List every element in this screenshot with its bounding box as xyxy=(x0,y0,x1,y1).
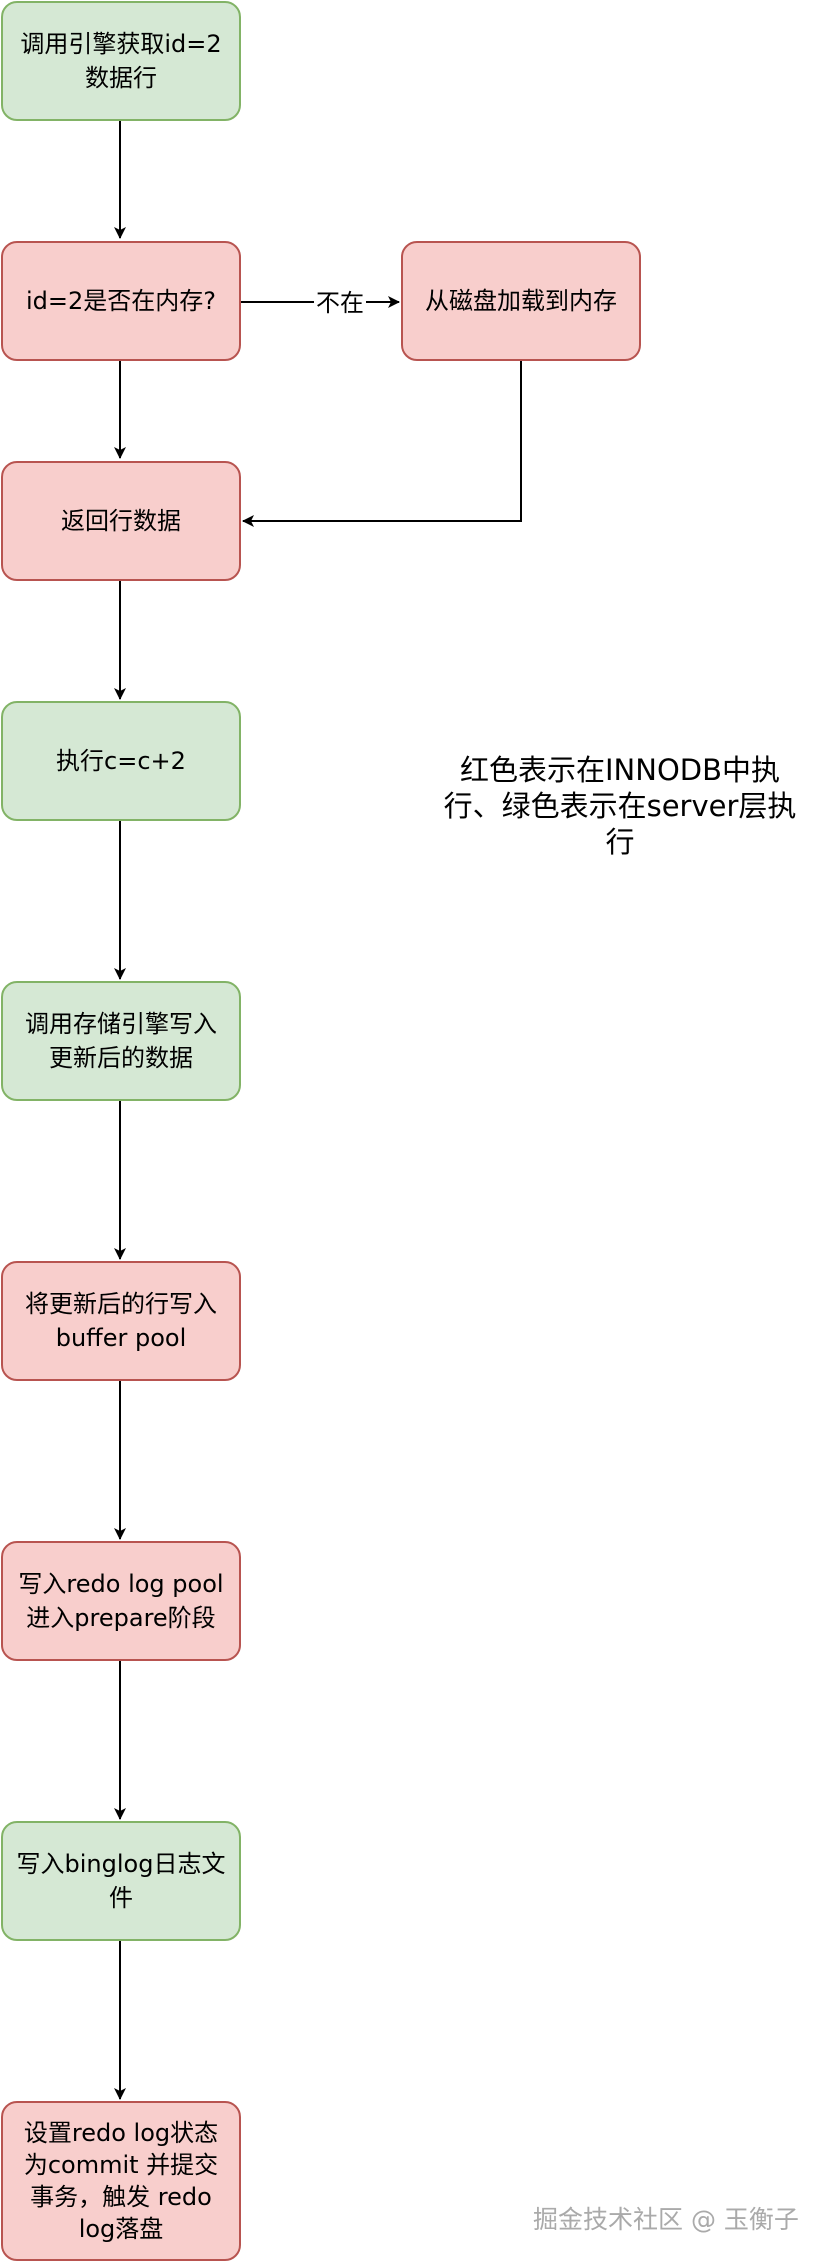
edge-label-not-in-memory: 不在 xyxy=(314,288,366,318)
step-write-redo-log-prepare: 写入redo log pool 进入prepare阶段 xyxy=(1,1541,241,1661)
step-check-in-memory: id=2是否在内存? xyxy=(1,241,241,361)
step-commit-redo-log: 设置redo log状态 为commit 并提交 事务，触发 redo log落… xyxy=(1,2101,241,2261)
step-execute-update: 执行c=c+2 xyxy=(1,701,241,821)
arrow-n3-n4 xyxy=(242,360,522,527)
color-legend: 红色表示在INNODB中执 行、绿色表示在server层执 行 xyxy=(443,753,797,859)
step-load-from-disk: 从磁盘加载到内存 xyxy=(401,241,641,361)
watermark: 掘金技术社区 @ 玉衡子 xyxy=(533,2205,799,2234)
step-write-binlog: 写入binglog日志文 件 xyxy=(1,1821,241,1941)
step-call-engine-fetch-row: 调用引擎获取id=2 数据行 xyxy=(1,1,241,121)
step-return-row-data: 返回行数据 xyxy=(1,461,241,581)
step-call-engine-write: 调用存储引擎写入 更新后的数据 xyxy=(1,981,241,1101)
step-write-buffer-pool: 将更新后的行写入 buffer pool xyxy=(1,1261,241,1381)
